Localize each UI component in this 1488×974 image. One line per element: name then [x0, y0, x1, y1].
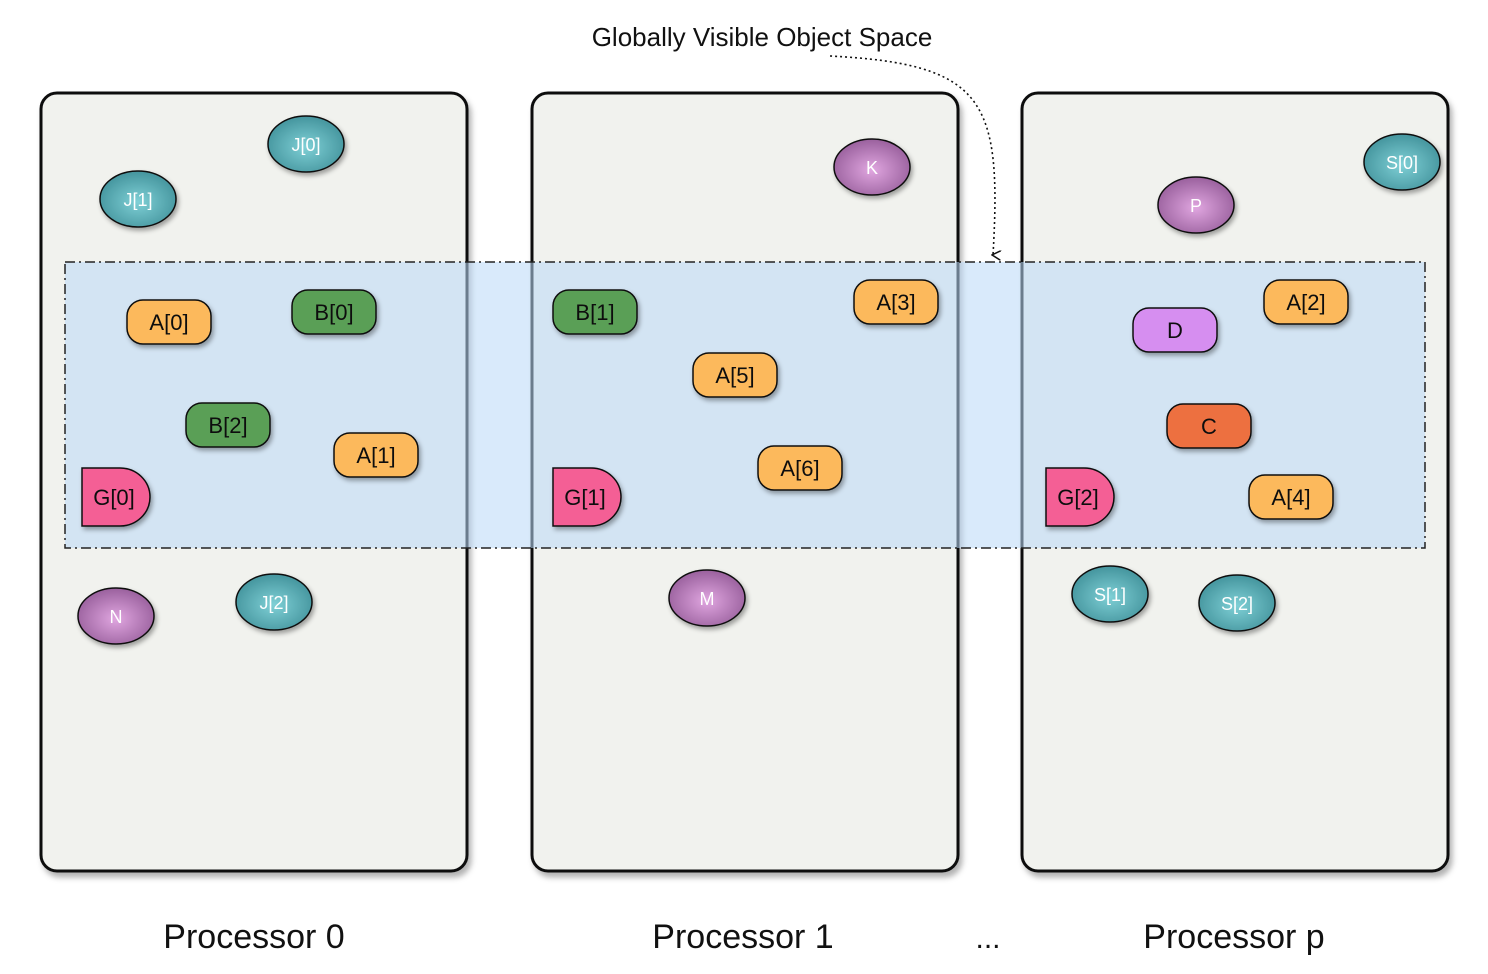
object-a4: A[4]	[1248, 474, 1334, 520]
svg-text:N: N	[110, 607, 123, 627]
svg-text:G[2]: G[2]	[1057, 485, 1099, 510]
svg-text:J[1]: J[1]	[123, 190, 152, 210]
object-n: N	[77, 587, 155, 645]
svg-text:K: K	[866, 158, 878, 178]
svg-text:S[1]: S[1]	[1094, 585, 1126, 605]
object-b0: B[0]	[291, 289, 377, 335]
object-g2: G[2]	[1045, 467, 1115, 527]
object-s0: S[0]	[1363, 133, 1441, 191]
object-m: M	[668, 569, 746, 627]
svg-text:A[2]: A[2]	[1286, 290, 1325, 315]
svg-text:B[1]: B[1]	[575, 300, 614, 325]
svg-text:A[4]: A[4]	[1271, 485, 1310, 510]
object-g0: G[0]	[81, 467, 151, 527]
object-a6: A[6]	[757, 445, 843, 491]
svg-text:A[6]: A[6]	[780, 456, 819, 481]
object-j0: J[0]	[267, 115, 345, 173]
svg-text:A[1]: A[1]	[356, 443, 395, 468]
svg-text:G[0]: G[0]	[93, 485, 135, 510]
object-a0: A[0]	[126, 299, 212, 345]
svg-text:D: D	[1167, 318, 1183, 343]
svg-text:P: P	[1190, 196, 1202, 216]
object-a3: A[3]	[853, 279, 939, 325]
object-k: K	[833, 138, 911, 196]
svg-text:J[0]: J[0]	[291, 135, 320, 155]
svg-text:M: M	[700, 589, 715, 609]
svg-text:B[2]: B[2]	[208, 413, 247, 438]
processor-label-1: Processor 1	[652, 918, 833, 956]
object-c: C	[1166, 403, 1252, 449]
svg-text:C: C	[1201, 414, 1217, 439]
object-b2: B[2]	[185, 402, 271, 448]
object-j2: J[2]	[235, 573, 313, 631]
object-a1: A[1]	[333, 432, 419, 478]
object-j1: J[1]	[99, 170, 177, 228]
svg-text:G[1]: G[1]	[564, 485, 606, 510]
svg-text:A[5]: A[5]	[715, 363, 754, 388]
svg-text:A[3]: A[3]	[876, 290, 915, 315]
processor-label-0: Processor 0	[163, 918, 344, 956]
object-a5: A[5]	[692, 352, 778, 398]
object-a2: A[2]	[1263, 279, 1349, 325]
object-p: P	[1157, 176, 1235, 234]
processor-label-p: Processor p	[1143, 918, 1324, 956]
svg-text:B[0]: B[0]	[314, 300, 353, 325]
ellipsis-label: ...	[975, 922, 1000, 955]
svg-text:A[0]: A[0]	[149, 310, 188, 335]
diagram-title: Globally Visible Object Space	[592, 22, 933, 52]
object-b1: B[1]	[552, 289, 638, 335]
svg-text:S[2]: S[2]	[1221, 594, 1253, 614]
svg-text:J[2]: J[2]	[259, 593, 288, 613]
object-s2: S[2]	[1198, 574, 1276, 632]
object-s1: S[1]	[1071, 565, 1149, 623]
object-g1: G[1]	[552, 467, 622, 527]
svg-text:S[0]: S[0]	[1386, 153, 1418, 173]
object-d: D	[1132, 307, 1218, 353]
